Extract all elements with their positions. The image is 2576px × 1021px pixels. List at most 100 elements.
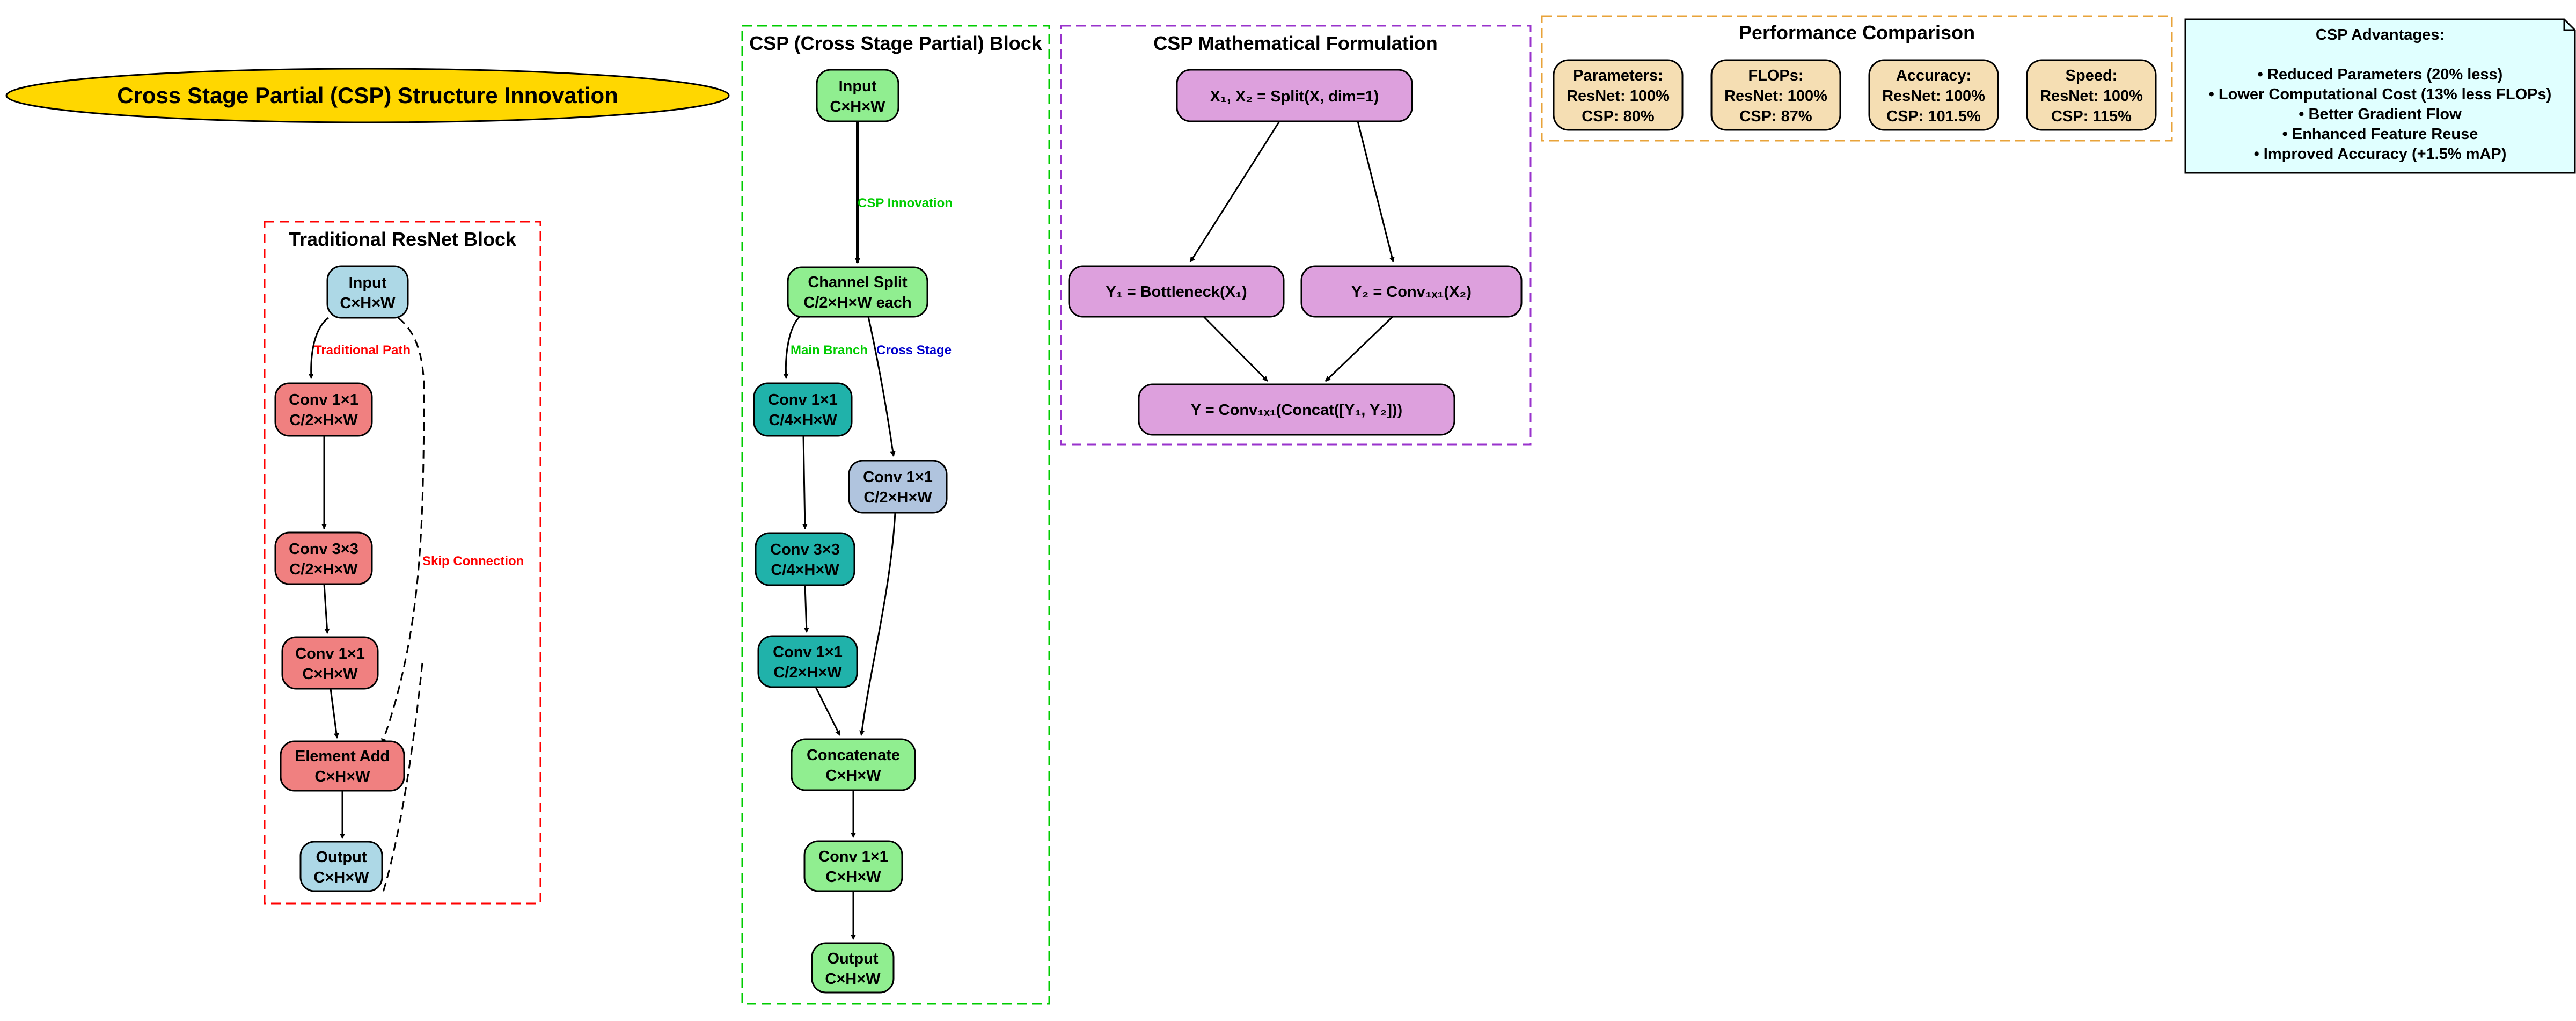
edge-main1-main3: [802, 435, 808, 529]
edge-label-cross-stage: Cross Stage: [876, 343, 952, 358]
advantages-item: • Better Gradient Flow: [2299, 106, 2462, 123]
svg-text:Output: Output: [316, 849, 367, 866]
edge-input-conv1: [308, 317, 329, 379]
svg-text:Concatenate: Concatenate: [807, 747, 900, 764]
edge-skip-connection: [381, 317, 425, 744]
svg-text:C/4×H×W: C/4×H×W: [769, 412, 837, 429]
csp-cluster: CSP (Cross Stage Partial) Block CSP Inno…: [741, 25, 1050, 1005]
csp-cross-conv1-node: Conv 1×1 C/2×H×W: [848, 460, 948, 514]
svg-text:C×H×W: C×H×W: [340, 295, 396, 312]
edge-conv3-conv1b: [323, 584, 330, 634]
advantages-item: • Lower Computational Cost (13% less FLO…: [2209, 86, 2552, 103]
edge-split-y1: [1189, 121, 1280, 262]
csp-concat-node: Concatenate C×H×W: [791, 738, 916, 791]
svg-text:Conv 3×3: Conv 3×3: [770, 541, 840, 558]
svg-text:C/2×H×W: C/2×H×W: [863, 489, 932, 506]
performance-card-line: ResNet: 100%: [1724, 87, 1827, 105]
csp-main-conv3-node: Conv 3×3 C/4×H×W: [755, 532, 855, 586]
svg-text:Channel Split: Channel Split: [808, 274, 908, 291]
csp-output-node: Output C×H×W: [811, 942, 895, 994]
svg-text:X₁, X₂ = Split(X, dim=1): X₁, X₂ = Split(X, dim=1): [1210, 88, 1379, 105]
performance-card-line: CSP: 115%: [2051, 108, 2132, 125]
svg-text:C×H×W: C×H×W: [825, 767, 881, 784]
performance-card-line: ResNet: 100%: [2040, 87, 2143, 105]
advantages-title: CSP Advantages:: [2316, 26, 2445, 43]
svg-text:C/2×H×W: C/2×H×W: [773, 664, 842, 681]
svg-text:C×H×W: C×H×W: [302, 666, 358, 683]
advantages-item: • Reduced Parameters (20% less): [2258, 66, 2503, 83]
math-y1-node: Y₁ = Bottleneck(X₁): [1068, 265, 1285, 318]
edge-label-csp-innovation: CSP Innovation: [858, 196, 953, 210]
edge-cross-concat: [859, 512, 896, 736]
performance-card: FLOPs:ResNet: 100%CSP: 87%: [1710, 59, 1841, 131]
performance-card-line: Accuracy:: [1896, 67, 1971, 84]
svg-text:C×H×W: C×H×W: [825, 869, 881, 886]
edge-y2-y: [1324, 316, 1394, 382]
advantages-lines: CSP Advantages: • Reduced Parameters (20%…: [2209, 26, 2552, 163]
performance-card-line: CSP: 80%: [1582, 108, 1655, 125]
performance-cards: Parameters:ResNet: 100%CSP: 80%FLOPs:Res…: [1553, 59, 2157, 131]
svg-text:Conv 1×1: Conv 1×1: [863, 469, 933, 486]
svg-text:C×H×W: C×H×W: [830, 98, 885, 115]
edge-conv1b-add: [330, 688, 339, 739]
svg-text:Element Add: Element Add: [295, 748, 390, 765]
resnet-add-node: Element Add C×H×W: [280, 740, 405, 792]
resnet-cluster: Traditional ResNet Block Traditional Pat…: [264, 221, 541, 905]
svg-text:Y = Conv₁ₓ₁(Concat([Y₁, Y₂])): Y = Conv₁ₓ₁(Concat([Y₁, Y₂])): [1191, 402, 1402, 419]
edge-main3-main1b: [803, 585, 809, 633]
edge-label-skip-connection: Skip Connection: [422, 554, 524, 568]
svg-text:C/2×H×W each: C/2×H×W each: [803, 294, 911, 311]
csp-main-conv1-node: Conv 1×1 C/4×H×W: [753, 382, 853, 437]
math-cluster: CSP Mathematical Formulation X₁, X₂ = Sp…: [1060, 25, 1532, 446]
svg-text:C×H×W: C×H×W: [314, 768, 370, 785]
edge-split-y2: [1357, 121, 1395, 262]
edge-main1b-concat: [815, 687, 841, 736]
resnet-conv3-node: Conv 3×3 C/2×H×W: [274, 531, 373, 585]
performance-card-line: CSP: 87%: [1739, 108, 1812, 125]
math-y2-node: Y₂ = Conv₁ₓ₁(X₂): [1300, 265, 1523, 318]
svg-text:Input: Input: [839, 78, 877, 95]
edge-split-main: [783, 316, 801, 379]
svg-text:C/2×H×W: C/2×H×W: [289, 412, 358, 429]
performance-card-line: ResNet: 100%: [1882, 87, 1985, 105]
svg-text:Conv 1×1: Conv 1×1: [295, 645, 365, 662]
title-banner: Cross Stage Partial (CSP) Structure Inno…: [5, 68, 730, 123]
edge-y1-y: [1203, 316, 1269, 382]
resnet-input-node: Input C×H×W: [326, 265, 409, 319]
math-split-node: X₁, X₂ = Split(X, dim=1): [1176, 69, 1413, 122]
svg-text:Conv 1×1: Conv 1×1: [773, 644, 843, 661]
csp-input-node: Input C×H×W: [816, 69, 899, 122]
edge-split-cross: [867, 316, 896, 457]
performance-cluster-title: Performance Comparison: [1739, 21, 1975, 43]
svg-text:Input: Input: [349, 274, 387, 291]
edge-label-traditional-path: Traditional Path: [314, 343, 411, 358]
svg-text:C/4×H×W: C/4×H×W: [771, 561, 839, 579]
svg-text:Conv 1×1: Conv 1×1: [818, 848, 888, 865]
resnet-cluster-title: Traditional ResNet Block: [289, 228, 517, 250]
resnet-conv1-node: Conv 1×1 C/2×H×W: [274, 382, 373, 437]
performance-card-line: ResNet: 100%: [1567, 87, 1670, 105]
svg-text:Conv 1×1: Conv 1×1: [768, 391, 838, 409]
advantages-note: CSP Advantages: • Reduced Parameters (20%…: [2184, 18, 2576, 174]
svg-text:Output: Output: [827, 950, 878, 967]
performance-cluster: Performance Comparison Parameters: ResNet…: [1541, 15, 2173, 142]
csp-split-node: Channel Split C/2×H×W each: [787, 266, 928, 318]
svg-text:Y₂ = Conv₁ₓ₁(X₂): Y₂ = Conv₁ₓ₁(X₂): [1351, 283, 1472, 301]
svg-text:Conv 1×1: Conv 1×1: [289, 391, 358, 409]
performance-card: Accuracy: ResNet: 100% CSP: 101.5%: [1868, 59, 1999, 131]
resnet-conv1b-node: Conv 1×1 C×H×W: [281, 636, 379, 690]
edge-label-main-branch: Main Branch: [791, 343, 868, 358]
edge-skip-tail: [382, 662, 423, 894]
performance-card-line: CSP: 101.5%: [1886, 108, 1981, 125]
advantages-item: • Enhanced Feature Reuse: [2282, 126, 2478, 143]
performance-card-line: Parameters:: [1573, 67, 1663, 84]
page-title: Cross Stage Partial (CSP) Structure Inno…: [117, 83, 618, 108]
csp-main-conv1b-node: Conv 1×1 C/2×H×W: [757, 635, 858, 688]
svg-text:C×H×W: C×H×W: [825, 971, 881, 988]
svg-text:Y₁ = Bottleneck(X₁): Y₁ = Bottleneck(X₁): [1106, 283, 1247, 301]
csp-cluster-title: CSP (Cross Stage Partial) Block: [749, 32, 1042, 54]
advantages-item: • Improved Accuracy (+1.5% mAP): [2254, 145, 2507, 163]
performance-card: Parameters: ResNet: 100% CSP: 80%: [1553, 59, 1684, 131]
